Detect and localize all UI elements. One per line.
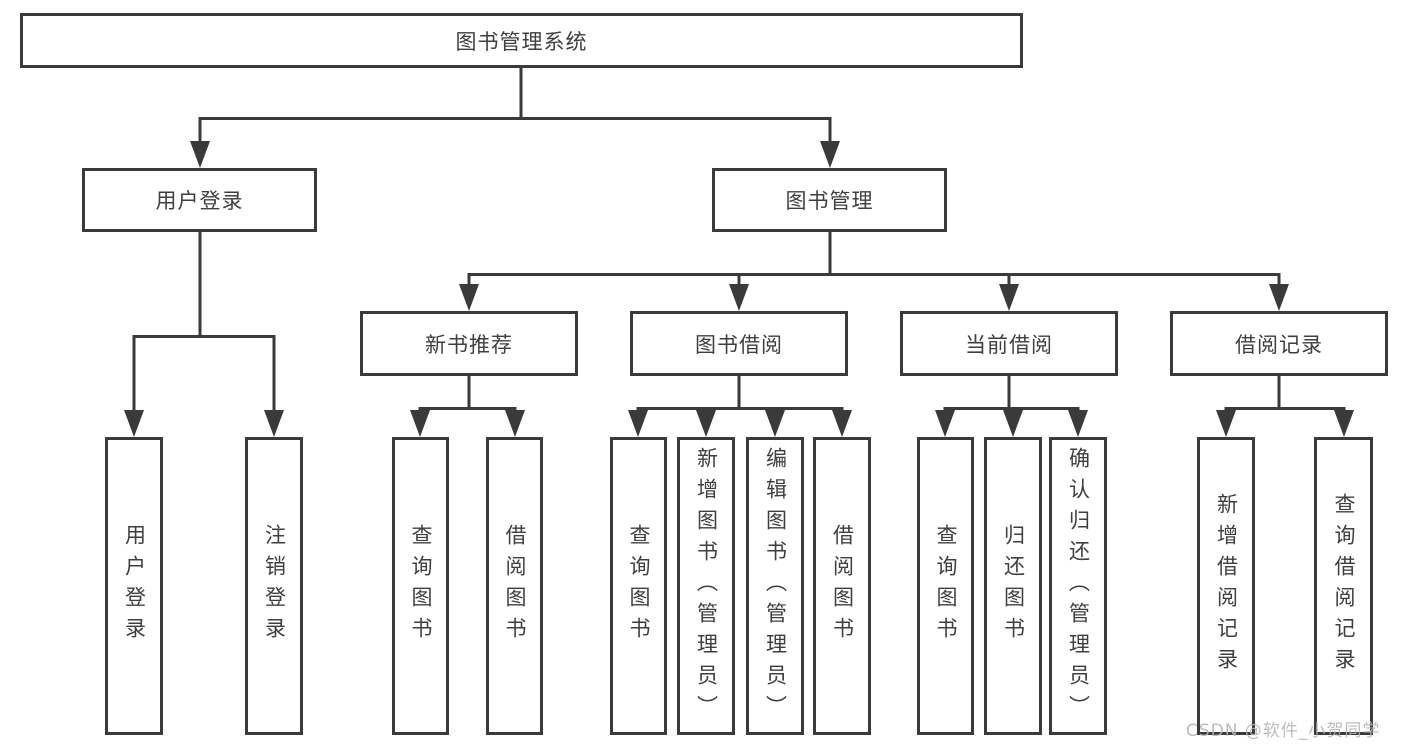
leaf-logout: 注销登录 (245, 437, 303, 735)
leaf-newbook-query-books: 查询图书 (392, 437, 449, 735)
node-current-borrow: 当前借阅 (900, 311, 1118, 376)
leaf-borrow-edit-books-admin: 编辑图书（管理员） (746, 437, 804, 735)
leaf-borrow-borrow-books: 借阅图书 (813, 437, 871, 735)
leaf-current-return-books: 归还图书 (984, 437, 1042, 735)
leaf-records-query-record: 查询借阅记录 (1314, 437, 1373, 735)
node-book-management: 图书管理 (712, 168, 947, 232)
leaf-borrow-add-books-admin: 新增图书（管理员） (677, 437, 735, 735)
leaf-newbook-borrow-books: 借阅图书 (486, 437, 543, 735)
node-root-system: 图书管理系统 (20, 13, 1023, 68)
node-new-book-recommend: 新书推荐 (360, 311, 578, 376)
leaf-current-confirm-return-admin: 确认归还（管理员） (1049, 437, 1107, 735)
node-borrow-records: 借阅记录 (1170, 311, 1388, 376)
csdn-watermark: CSDN @软件_小贺同学 (1186, 721, 1381, 741)
leaf-borrow-query-books: 查询图书 (610, 437, 667, 735)
node-user-login: 用户登录 (82, 168, 317, 232)
node-book-borrow: 图书借阅 (630, 311, 848, 376)
leaf-user-login: 用户登录 (105, 437, 163, 735)
leaf-records-add-record: 新增借阅记录 (1197, 437, 1255, 735)
leaf-current-query-books: 查询图书 (917, 437, 974, 735)
